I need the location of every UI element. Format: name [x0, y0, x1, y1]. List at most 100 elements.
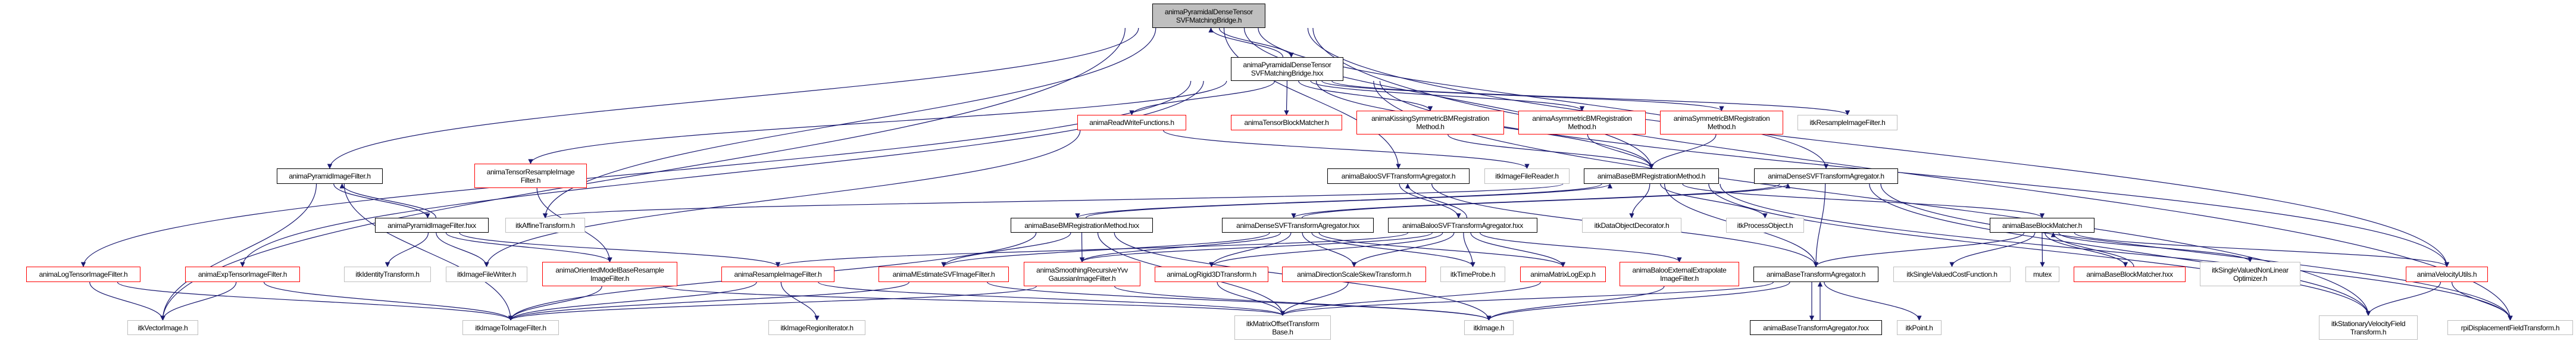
- node-label: itkResampleImageFilter.h: [1809, 118, 1886, 127]
- graph-node-stationary: itkStationaryVelocityField Transform.h: [2319, 315, 2418, 340]
- edge-baloohxx-to-smoothing: [1080, 232, 1433, 262]
- node-label: animaMEstimateSVFImageFilter.h: [892, 270, 995, 279]
- graph-node-bmregh[interactable]: animaBaseBMRegistrationMethod.h: [1584, 168, 1719, 184]
- graph-node-vectorimage: itkVectorImage.h: [127, 320, 198, 335]
- node-label: itkSingleValuedNonLinear Optimizer.h: [2212, 265, 2289, 283]
- node-label: animaSymmetricBMRegistration Method.h: [1673, 114, 1770, 131]
- edge-bmregh-to-itkdod: [1629, 183, 1650, 218]
- graph-node-densesvfhxx[interactable]: animaDenseSVFTransformAgregator.hxx: [1222, 218, 1374, 233]
- edge-baloohxx-to-timeprobe: [1463, 232, 1475, 267]
- graph-node-blockmatcherhxx[interactable]: animaBaseBlockMatcher.hxx: [2074, 267, 2186, 282]
- graph-node-logrigid[interactable]: animaLogRigid3DTransform.h: [1155, 267, 1268, 282]
- edge-basetransh-to-matrixoffset: [1280, 281, 1774, 316]
- edge-pyrh-to-vectorimage: [160, 183, 317, 321]
- edge-pyrhxx-to-pyrh: [339, 183, 437, 218]
- node-label: itkPoint.h: [1905, 323, 1933, 332]
- edge-densesvfhxx-to-logrigid: [1209, 232, 1292, 267]
- graph-node-sym[interactable]: animaSymmetricBMRegistration Method.h: [1660, 111, 1783, 134]
- graph-node-pyrhxx[interactable]: animaPyramidImageFilter.hxx: [375, 218, 489, 233]
- graph-node-readwrite[interactable]: animaReadWriteFunctions.h: [1077, 115, 1186, 130]
- node-label: animaPyramidImageFilter.h: [289, 172, 371, 180]
- node-label: animaExpTensorImageFilter.h: [198, 270, 287, 279]
- node-label: animaLogTensorImageFilter.h: [39, 270, 128, 279]
- edge-pyrhxx-to-itkidentity: [384, 232, 429, 267]
- edge-resample-to-matrixoffset: [818, 281, 1285, 316]
- edge-sym-to-bmregh: [1649, 134, 1717, 169]
- node-label: animaSmoothingRecursiveYvv GaussianImage…: [1036, 265, 1128, 283]
- graph-node-dirscale[interactable]: animaDirectionScaleSkewTransform.h: [1282, 267, 1426, 282]
- edge-readwrite-to-itkwriter: [484, 130, 1081, 267]
- graph-node-bridge[interactable]: animaPyramidalDenseTensor SVFMatchingBri…: [1231, 57, 1343, 81]
- node-label: animaDenseSVFTransformAgregator.hxx: [1236, 221, 1359, 230]
- graph-node-blockmatcherh[interactable]: animaBaseBlockMatcher.h: [1990, 218, 2094, 233]
- node-label: animaBaseBMRegistrationMethod.h: [1597, 172, 1706, 180]
- graph-node-resample[interactable]: animaResampleImageFilter.h: [721, 267, 834, 282]
- edge-baloohxx-to-matrixlogexp: [1470, 232, 1566, 267]
- node-label: itkProcessObject.h: [1737, 221, 1793, 230]
- graph-node-asym[interactable]: animaAsymmetricBMRegistration Method.h: [1518, 111, 1646, 134]
- edge-bridge-to-logtensor: [80, 80, 1192, 267]
- node-label: animaPyramidalDenseTensor SVFMatchingBri…: [1243, 61, 1331, 77]
- graph-node-matrixlogexp[interactable]: animaMatrixLogExp.h: [1520, 267, 1606, 282]
- graph-node-tensorres[interactable]: animaTensorResampleImage Filter.h: [474, 164, 587, 188]
- edge-top-to-balooh: [1223, 27, 1401, 169]
- edge-top-to-vectorimage: [160, 27, 1126, 321]
- edge-readwrite-to-itkreader: [1163, 130, 1530, 169]
- graph-node-baloohxx[interactable]: animaBalooSVFTransformAgregator.hxx: [1388, 218, 1537, 233]
- graph-node-kissing[interactable]: animaKissingSymmetricBMRegistration Meth…: [1356, 111, 1504, 134]
- edge-bmregh-to-rpi: [1720, 183, 2513, 321]
- edge-bridge-to-itkresample: [1331, 80, 1850, 115]
- node-label: animaResampleImageFilter.h: [734, 270, 822, 279]
- edge-top-to-bmregh: [1243, 27, 1654, 169]
- edge-velocity-to-stationary: [2365, 281, 2441, 316]
- graph-node-balooext[interactable]: animaBalooExternalExtrapolate ImageFilte…: [1620, 262, 1739, 286]
- node-label: itkMatrixOffsetTransform Base.h: [1246, 319, 1320, 336]
- edge-bmregh-to-itkprocess: [1660, 183, 1768, 218]
- graph-node-basetranshxx[interactable]: animaBaseTransformAgregator.hxx: [1750, 320, 1882, 335]
- graph-node-oriented[interactable]: animaOrientedModelBaseResample ImageFilt…: [542, 262, 677, 286]
- node-label: itkImageFileReader.h: [1495, 172, 1559, 180]
- edge-top-to-rpi: [1312, 27, 2513, 321]
- graph-node-logtensor[interactable]: animaLogTensorImageFilter.h: [26, 267, 140, 282]
- node-label: animaAsymmetricBMRegistration Method.h: [1532, 114, 1632, 131]
- edge-dirscale-to-matrixoffset: [1280, 281, 1349, 316]
- graph-node-densesvfh[interactable]: animaDenseSVFTransformAgregator.h: [1754, 168, 1898, 184]
- graph-node-bmreghxx[interactable]: animaBaseBMRegistrationMethod.hxx: [1011, 218, 1153, 233]
- graph-node-pyrh[interactable]: animaPyramidImageFilter.h: [277, 168, 383, 184]
- edge-blockmatcherh-to-velocity: [2074, 232, 2450, 267]
- graph-node-exptensor[interactable]: animaExpTensorImageFilter.h: [185, 267, 300, 282]
- edge-top-to-itkaffine: [542, 27, 1156, 218]
- graph-node-itkpoint: itkPoint.h: [1897, 320, 1942, 335]
- graph-node-velocity[interactable]: animaVelocityUtils.h: [2406, 267, 2488, 282]
- node-label: animaKissingSymmetricBMRegistration Meth…: [1371, 114, 1489, 131]
- node-label: animaBalooSVFTransformAgregator.h: [1341, 172, 1456, 180]
- edge-densesvfh-to-stationary: [1869, 183, 2371, 316]
- graph-node-basetransh[interactable]: animaBaseTransformAgregator.h: [1753, 267, 1878, 282]
- graph-node-mestimate[interactable]: animaMEstimateSVFImageFilter.h: [879, 267, 1009, 282]
- graph-node-mutex: mutex: [2025, 267, 2059, 282]
- edge-densesvfh-to-rpi: [1880, 183, 2513, 321]
- edge-bridge-to-asym: [1310, 80, 1585, 111]
- graph-node-balooh[interactable]: animaBalooSVFTransformAgregator.h: [1327, 168, 1470, 184]
- edge-blockmatcherh-to-blockmatcherhxx: [2044, 232, 2128, 267]
- graph-node-rpi: rpiDisplacementFieldTransform.h: [2447, 320, 2573, 335]
- edge-smoothing-to-imagetoimage: [508, 286, 1037, 321]
- edge-top-to-densesvfh: [1258, 27, 1829, 169]
- node-label: animaDenseSVFTransformAgregator.h: [1768, 172, 1884, 180]
- edge-baloohxx-to-balooext: [1480, 232, 1682, 262]
- graph-node-itkidentity: itkIdentityTransform.h: [344, 267, 431, 282]
- edge-asym-to-bmregh: [1587, 134, 1654, 169]
- edge-pyrhxx-to-itkwriter: [436, 232, 489, 267]
- graph-node-tensorbm[interactable]: animaTensorBlockMatcher.h: [1231, 115, 1342, 130]
- edge-mestimate-to-itkimage: [987, 281, 1492, 321]
- graph-node-itkprocess: itkProcessObject.h: [1726, 218, 1804, 233]
- node-label: animaBaseTransformAgregator.h: [1766, 270, 1866, 279]
- edge-kissing-to-bmregh: [1448, 134, 1654, 169]
- edge-baloohxx-to-balooh: [1405, 183, 1468, 218]
- graph-node-smoothing[interactable]: animaSmoothingRecursiveYvv GaussianImage…: [1024, 262, 1140, 286]
- graph-node-itkdod: itkDataObjectDecorator.h: [1582, 218, 1681, 233]
- edge-resample-to-imagetoimage: [508, 281, 757, 321]
- edge-bridge-to-tensorres: [528, 80, 1227, 164]
- node-label: itkImageToImageFilter.h: [475, 323, 546, 332]
